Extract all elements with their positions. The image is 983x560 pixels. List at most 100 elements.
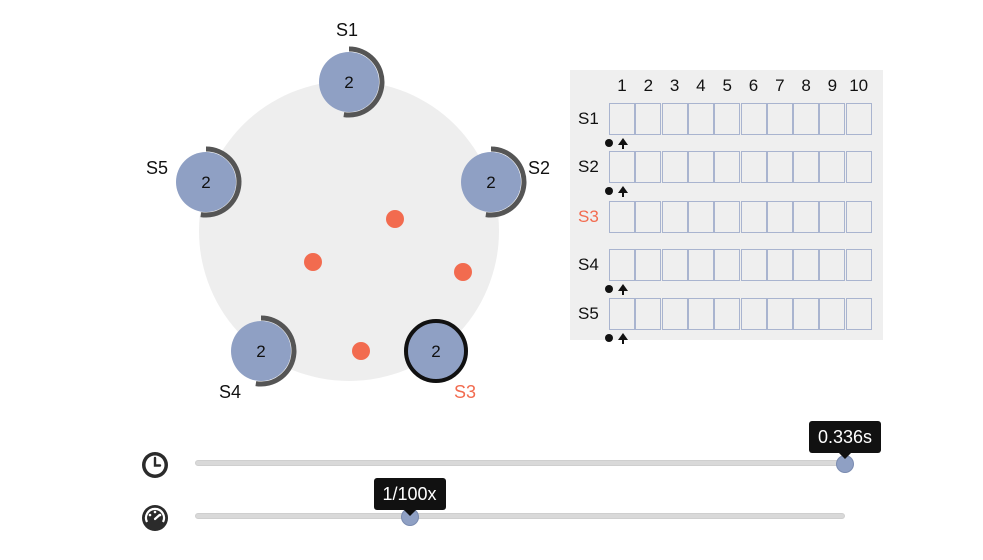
log-entry-cell[interactable]: [766, 298, 793, 330]
log-entry-cell[interactable]: [819, 249, 846, 281]
next-index-marker-stem: [622, 145, 624, 149]
log-column-index: 2: [643, 76, 654, 95]
log-entry-cell[interactable]: [766, 201, 793, 233]
server-node-circle[interactable]: [231, 321, 291, 381]
log-entry-cell[interactable]: [793, 201, 820, 233]
log-entry-cell[interactable]: [714, 201, 741, 233]
log-entry-cell[interactable]: [609, 249, 635, 281]
log-entry-cell[interactable]: [661, 201, 688, 233]
log-entry-cell[interactable]: [635, 201, 662, 233]
next-index-marker: [618, 186, 628, 193]
speed-value-tooltip: 1/100x: [373, 478, 446, 516]
log-entry-cell[interactable]: [793, 103, 820, 135]
log-column-index: 9: [827, 76, 838, 95]
log-column-index: 10: [849, 76, 869, 95]
log-entry-cell[interactable]: [740, 298, 767, 330]
log-entry-cell[interactable]: [609, 103, 635, 135]
log-entry-cell[interactable]: [714, 298, 741, 330]
log-entry-cell[interactable]: [687, 298, 714, 330]
server-node-circle[interactable]: [176, 152, 236, 212]
log-entry-cell[interactable]: [793, 151, 820, 183]
log-entry-cell[interactable]: [766, 249, 793, 281]
server-label-s1: S1: [336, 20, 359, 40]
log-entry-cell[interactable]: [687, 201, 714, 233]
next-index-marker-stem: [622, 340, 624, 344]
election-timer-arc: [485, 146, 527, 218]
commit-index-marker: [605, 139, 613, 147]
log-entry-cell[interactable]: [609, 201, 635, 233]
log-entry-cell[interactable]: [661, 103, 688, 135]
log-entry-cell[interactable]: [687, 249, 714, 281]
server-label-s4: S4: [219, 382, 242, 402]
log-entry-cell[interactable]: [766, 151, 793, 183]
log-entry-cell[interactable]: [635, 151, 662, 183]
log-entry-cell[interactable]: [687, 103, 714, 135]
log-entry-cell[interactable]: [714, 151, 741, 183]
server-s2[interactable]: 2: [461, 146, 527, 218]
server-s5[interactable]: 2: [176, 146, 242, 218]
log-column-index: 4: [696, 76, 706, 95]
server-term: 2: [431, 342, 440, 361]
server-term: 2: [486, 173, 495, 192]
log-entry-cell[interactable]: [845, 298, 872, 330]
log-entry-cell[interactable]: [740, 151, 767, 183]
log-entry-cell[interactable]: [609, 298, 635, 330]
log-entry-cell[interactable]: [714, 103, 741, 135]
log-entry-cell[interactable]: [845, 151, 872, 183]
speedometer-icon: [142, 505, 168, 531]
time-value-tooltip: 0.336s: [809, 421, 882, 459]
log-entry-cell[interactable]: [819, 103, 846, 135]
log-entry-cell[interactable]: [687, 151, 714, 183]
rpc-message[interactable]: [454, 263, 472, 281]
clock-icon: [142, 452, 168, 478]
server-s3[interactable]: 2: [404, 319, 468, 383]
time-slider-track[interactable]: [195, 460, 845, 466]
log-entry-cell[interactable]: [793, 249, 820, 281]
server-label-s5: S5: [146, 158, 169, 178]
log-entry-cell[interactable]: [740, 249, 767, 281]
next-index-marker: [618, 333, 628, 340]
log-entry-cell[interactable]: [845, 249, 872, 281]
log-entry-cell[interactable]: [819, 151, 846, 183]
log-entry-cell[interactable]: [845, 103, 872, 135]
next-index-marker-stem: [622, 193, 624, 197]
log-entry-cell[interactable]: [819, 298, 846, 330]
log-entry-cell[interactable]: [661, 298, 688, 330]
log-column-index: 6: [748, 76, 759, 95]
log-entry-cell[interactable]: [661, 249, 688, 281]
server-label-s2: S2: [528, 158, 551, 178]
log-entry-cell[interactable]: [635, 103, 662, 135]
server-label-s3: S3: [454, 382, 477, 402]
server-term: 2: [344, 73, 353, 92]
log-entry-cell[interactable]: [845, 201, 872, 233]
log-entry-cell[interactable]: [661, 151, 688, 183]
log-row-label: S2: [578, 157, 599, 176]
rpc-message[interactable]: [352, 342, 370, 360]
server-s4[interactable]: 2: [231, 315, 297, 387]
server-node-circle[interactable]: [404, 319, 468, 383]
log-entry-cell[interactable]: [635, 298, 662, 330]
log-entry-cell[interactable]: [819, 201, 846, 233]
commit-index-marker: [605, 187, 613, 195]
log-entry-cell[interactable]: [714, 249, 741, 281]
server-s1[interactable]: 2: [319, 46, 385, 118]
next-index-marker: [618, 138, 628, 145]
log-entry-cell[interactable]: [740, 103, 767, 135]
rpc-message[interactable]: [304, 253, 322, 271]
log-entry-cell[interactable]: [740, 201, 767, 233]
log-entry-cell[interactable]: [609, 151, 635, 183]
log-entry-cell[interactable]: [635, 249, 662, 281]
speed-slider-track[interactable]: [195, 513, 845, 519]
server-node-circle[interactable]: [461, 152, 521, 212]
rpc-message[interactable]: [386, 210, 404, 228]
log-column-index: 8: [801, 76, 811, 95]
log-row-label: S1: [578, 109, 599, 128]
log-entry-cell[interactable]: [793, 298, 820, 330]
server-term: 2: [256, 342, 265, 361]
log-row-label: S3: [578, 207, 599, 226]
next-index-marker: [618, 284, 628, 291]
server-node-circle[interactable]: [319, 52, 379, 112]
log-entry-cell[interactable]: [766, 103, 793, 135]
